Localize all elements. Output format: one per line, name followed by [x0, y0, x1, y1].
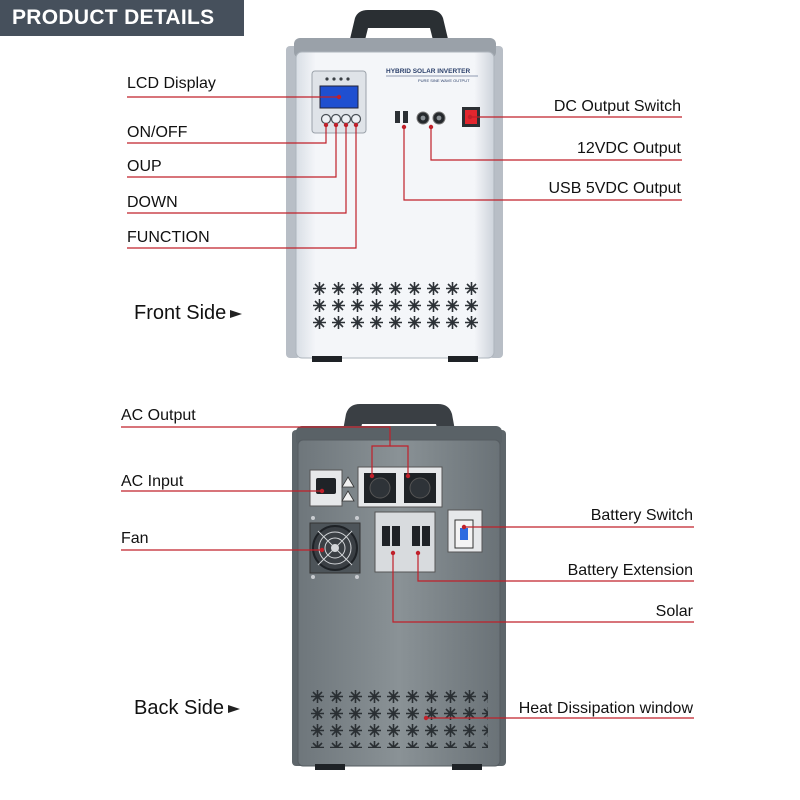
front-leader-dots: [323, 94, 473, 130]
lcd-led-4: [346, 77, 350, 81]
warning-triangle-2-icon: [341, 490, 355, 502]
label-battery-switch: Battery Switch: [590, 507, 693, 524]
back-handle: [338, 404, 460, 458]
leader-ac-output-2: [390, 445, 409, 476]
function-button[interactable]: [350, 113, 362, 125]
front-side-caption: Front Side: [134, 302, 243, 325]
usb-port-2[interactable]: [403, 111, 408, 123]
down-button[interactable]: [340, 113, 352, 125]
fan-hub: [331, 544, 339, 552]
ac-output-socket-2-face: [409, 477, 431, 499]
label-oup: OUP: [127, 158, 162, 175]
label-lcd-display: LCD Display: [127, 75, 216, 92]
front-vent-grille: [310, 280, 481, 331]
usb-port-1[interactable]: [395, 111, 400, 123]
fan-guard-ring-2: [324, 537, 346, 559]
front-handle: [345, 10, 453, 60]
solar-terminal-1[interactable]: [382, 526, 390, 546]
lcd-led-1: [325, 77, 329, 81]
dc12-socket-2-core: [436, 115, 442, 121]
solar-terminal-2[interactable]: [392, 526, 400, 546]
back-foot-left: [315, 764, 345, 770]
screw-icon: [311, 575, 315, 579]
dc12-socket-1-core: [420, 115, 426, 121]
label-ac-input: AC Input: [121, 473, 184, 490]
fan-guard-ring-1: [318, 531, 352, 565]
leader-onoff: [127, 125, 327, 144]
oup-button[interactable]: [330, 113, 342, 125]
front-side-label: Front Side: [134, 302, 227, 324]
front-foot-left: [312, 356, 342, 362]
label-heat-dissipation-window: Heat Dissipation window: [518, 700, 693, 717]
back-side-caption: Back Side: [134, 697, 241, 720]
leader-solar: [392, 553, 694, 623]
leader-function: [127, 125, 357, 249]
leader-dc12: [430, 127, 682, 161]
screw-icon: [355, 575, 359, 579]
back-unit: [292, 404, 506, 770]
label-battery-extension: Battery Extension: [567, 562, 693, 579]
front-leader-lines: [127, 96, 682, 249]
label-12vdc-output: 12VDC Output: [576, 140, 681, 157]
pointer-arrow-icon: [230, 309, 243, 318]
panel-title: HYBRID SOLAR INVERTER: [386, 68, 470, 75]
label-fan: Fan: [121, 530, 149, 547]
label-solar: Solar: [655, 603, 693, 620]
label-ac-output: AC Output: [121, 407, 196, 424]
screw-icon: [311, 516, 315, 520]
front-unit: HYBRID SOLAR INVERTER PURE SINE WAVE OUT…: [286, 10, 503, 362]
back-side-label: Back Side: [134, 697, 225, 719]
label-function: FUNCTION: [127, 229, 210, 246]
lcd-led-2: [332, 77, 336, 81]
back-foot-right: [452, 764, 482, 770]
lcd-led-3: [339, 77, 343, 81]
leader-oup: [127, 125, 337, 178]
front-foot-right: [448, 356, 478, 362]
battery-switch-toggle: [460, 528, 468, 540]
back-leader-dots: [319, 473, 467, 721]
battery-ext-terminal-1[interactable]: [412, 526, 420, 546]
label-usb-5vdc-output: USB 5VDC Output: [548, 180, 682, 197]
leader-battery-ext: [417, 553, 694, 582]
leader-down: [127, 125, 347, 214]
onoff-button[interactable]: [320, 113, 332, 125]
battery-ext-terminal-2[interactable]: [422, 526, 430, 546]
leader-usb: [403, 127, 682, 201]
page-banner: PRODUCT DETAILS: [0, 0, 244, 36]
pointer-arrow-icon: [228, 704, 241, 713]
panel-subtitle: PURE SINE WAVE OUTPUT: [418, 78, 470, 83]
label-down: DOWN: [127, 194, 178, 211]
ac-output-socket-1-face: [369, 477, 391, 499]
screw-icon: [355, 516, 359, 520]
warning-triangle-1-icon: [341, 476, 355, 488]
label-onoff: ON/OFF: [127, 124, 188, 141]
label-dc-output-switch: DC Output Switch: [553, 98, 681, 115]
back-leader-lines: [121, 426, 694, 719]
